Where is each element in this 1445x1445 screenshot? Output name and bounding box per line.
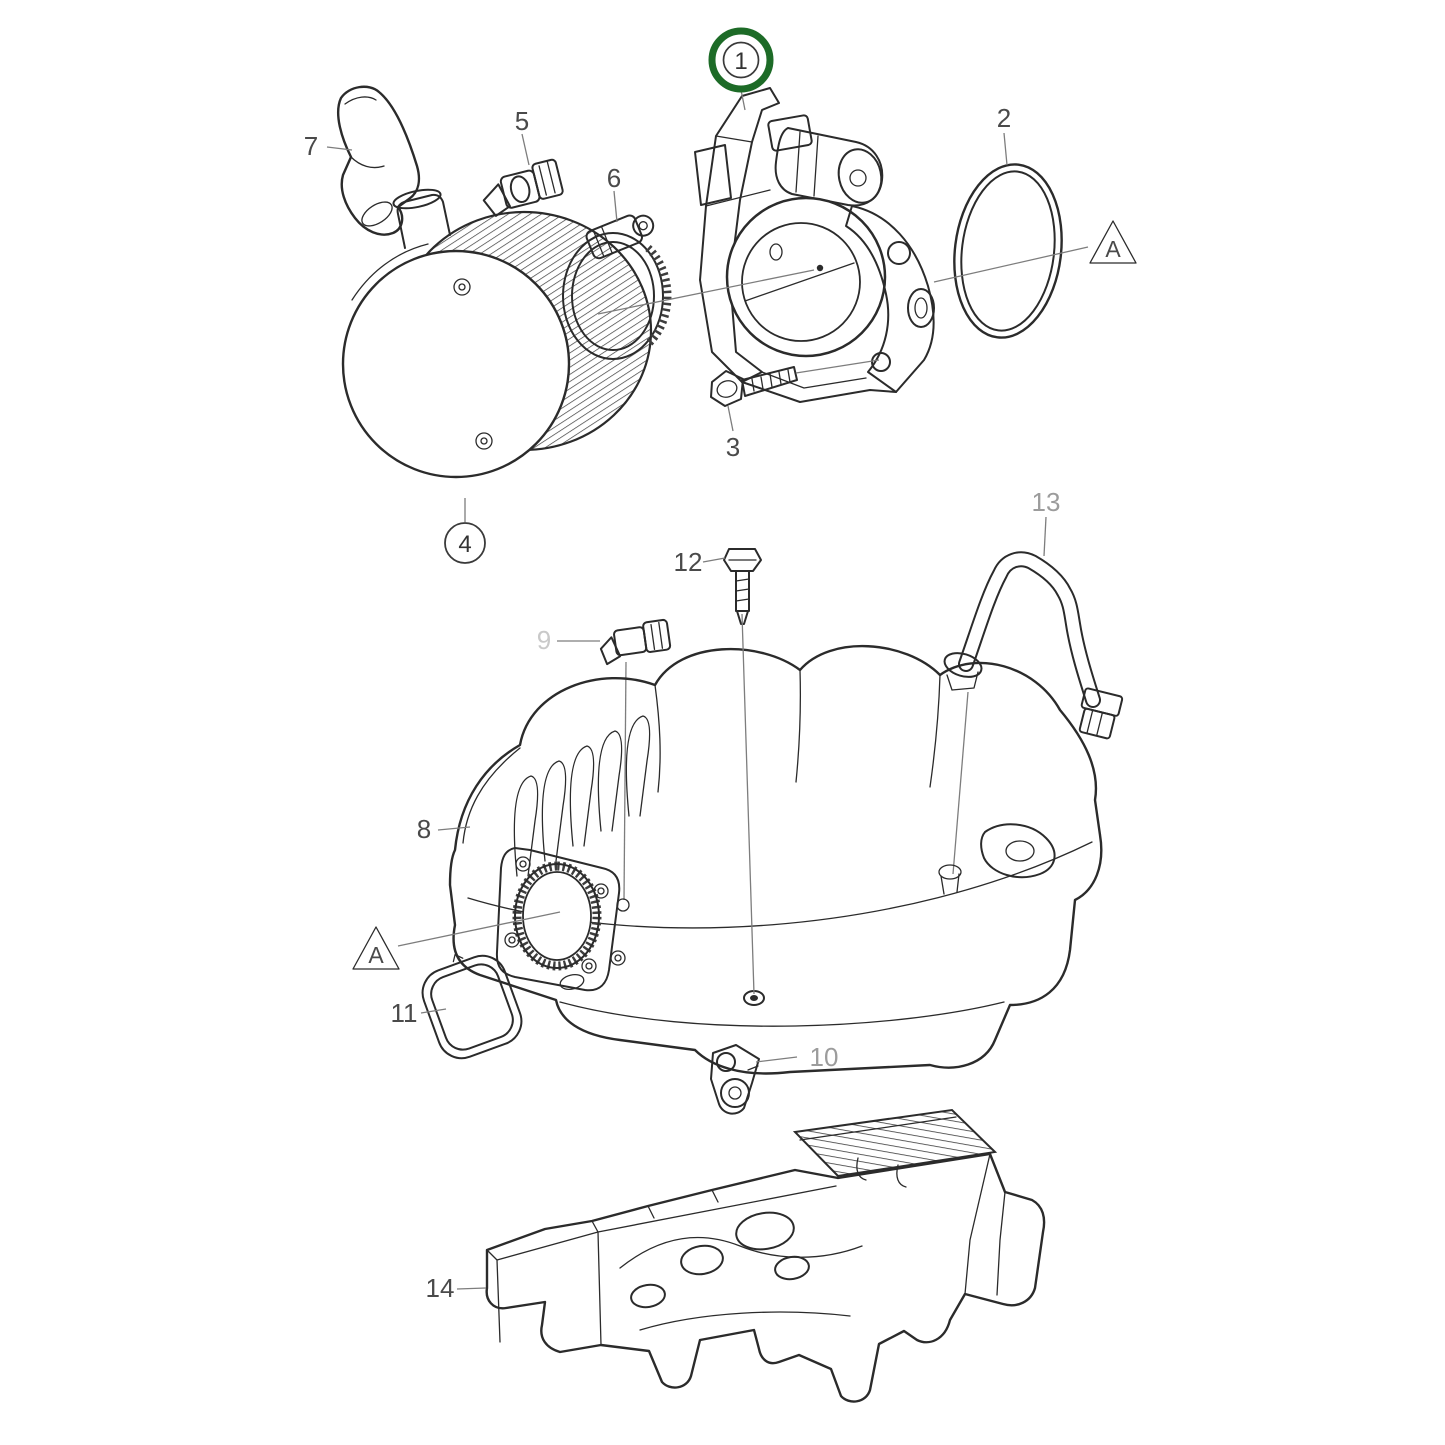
callout-6-label[interactable]: 6 (607, 163, 621, 193)
callout-11-label[interactable]: 11 (391, 998, 418, 1028)
callout-13-label[interactable]: 13 (1032, 487, 1061, 517)
leader-14 (456, 1287, 487, 1290)
callout-5-label[interactable]: 5 (515, 106, 529, 136)
callout-1-highlighted[interactable]: 1 (708, 27, 774, 93)
callout-4-label[interactable]: 4 (458, 531, 471, 558)
callout-8-label[interactable]: 8 (417, 814, 431, 844)
part-6-hose-clamp-drawing (562, 214, 672, 360)
callout-10-label[interactable]: 10 (810, 1042, 839, 1072)
marker-a-middle: A (352, 926, 400, 970)
callout-2-label[interactable]: 2 (997, 103, 1011, 133)
part-2-o-ring-drawing (953, 163, 1063, 339)
callout-4-circled[interactable]: 4 (444, 522, 486, 564)
callout-7-label[interactable]: 7 (304, 131, 318, 161)
middle-leader-lines (397, 516, 1047, 1063)
part-7-elbow-hose-drawing (337, 85, 421, 236)
part-14-engine-cover-drawing (485, 1108, 1046, 1403)
part-5-sensor-drawing (482, 158, 564, 217)
callout-1-label[interactable]: 1 (734, 48, 747, 75)
callout-14-label[interactable]: 14 (426, 1273, 455, 1303)
callout-12-label[interactable]: 12 (674, 547, 703, 577)
callout-9-label[interactable]: 9 (537, 625, 551, 655)
marker-a-top: A (1089, 220, 1137, 264)
marker-a-middle-label: A (368, 942, 384, 968)
top-leader-lines (326, 89, 1089, 522)
part-1-throttle-body-drawing (694, 87, 935, 403)
part-9-sensor-drawing (599, 618, 672, 912)
part-3-bolt-drawing (710, 366, 798, 407)
part-13-hose-drawing (943, 551, 1124, 875)
part-11-gasket-drawing (421, 953, 523, 1060)
part-10-bracket-drawing (710, 1044, 760, 1115)
callout-3-label[interactable]: 3 (726, 432, 740, 462)
part-8-intake-manifold-drawing (448, 645, 1103, 1075)
marker-a-top-label: A (1105, 236, 1121, 262)
part-12-bolt-drawing (723, 548, 762, 625)
part-4-air-filter-drawing (341, 188, 653, 479)
